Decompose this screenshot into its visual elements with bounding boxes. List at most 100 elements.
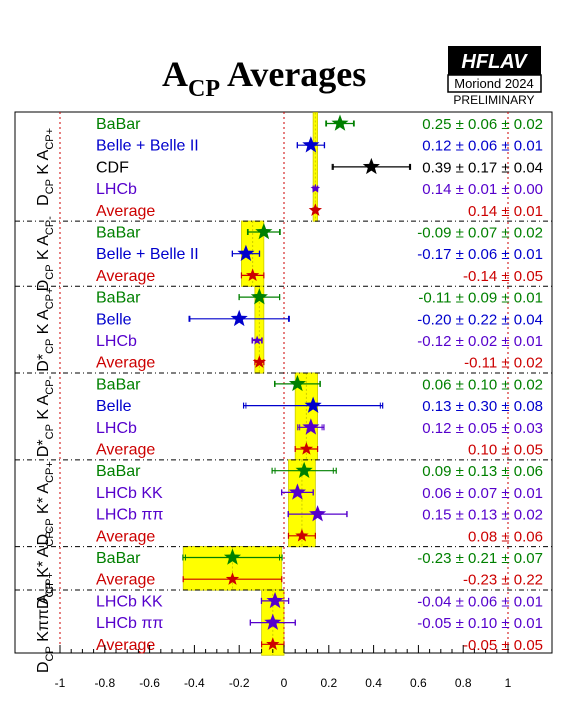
- group-label-part: D: [35, 280, 52, 292]
- row-value: 0.10 ± 0.05: [468, 442, 543, 459]
- chart-title: ACP Averages: [162, 54, 366, 102]
- row-label: Belle: [96, 398, 132, 415]
- group-label-part: D: [35, 597, 52, 609]
- row-label: Average: [96, 528, 155, 545]
- row-value: 0.25 ± 0.06 ± 0.02: [422, 116, 543, 133]
- group-label-part: Kππ A: [35, 594, 52, 647]
- row-label: BaBar: [96, 290, 141, 307]
- logo-name: HFLAV: [461, 51, 528, 73]
- row-value: 0.39 ± 0.17 ± 0.04: [422, 159, 543, 176]
- row-label: LHCb: [96, 333, 137, 350]
- group-labels: DCP K ACP+DCP K ACP-D*CP K ACP+D*CP K AC…: [35, 128, 56, 673]
- measurement-marks: [182, 114, 412, 650]
- group-label: DCP K ACP-: [35, 216, 56, 291]
- row-label: BaBar: [96, 463, 141, 480]
- group-separators: [15, 220, 552, 591]
- data-point-star: [266, 591, 284, 609]
- data-point-star: [250, 288, 268, 305]
- group-label-subscript: CP: [44, 582, 56, 597]
- data-point-star: [252, 335, 262, 345]
- row-value: -0.11 ± 0.02: [464, 355, 543, 372]
- group-label-subscript: CP+: [44, 128, 56, 150]
- row-value: 0.15 ± 0.13 ± 0.02: [422, 507, 543, 524]
- group-label: DCP Kππ ACP+: [35, 572, 56, 673]
- row-value: 0.14 ± 0.01 ± 0.00: [422, 181, 543, 198]
- row-value: 0.12 ± 0.06 ± 0.01: [422, 138, 543, 155]
- row-value: -0.23 ± 0.21 ± 0.07: [417, 550, 543, 567]
- data-point-star: [223, 548, 242, 565]
- row-label: Average: [96, 268, 155, 285]
- x-tick-label: -1: [55, 676, 66, 690]
- row-label: Belle + Belle II: [96, 246, 199, 263]
- logo-box-top: [448, 46, 541, 75]
- group-label-part: D*: [35, 439, 52, 457]
- row-label: Belle: [96, 311, 132, 328]
- group-label-part: D*: [35, 354, 52, 372]
- group-label-subscript: CP+: [44, 461, 56, 483]
- data-point-star: [237, 244, 255, 261]
- data-point-star: [308, 203, 323, 216]
- data-point-star: [255, 223, 273, 240]
- reference-lines: [59, 112, 509, 653]
- data-point-star: [264, 613, 282, 630]
- logo-conference: Moriond 2024: [454, 76, 534, 91]
- row-label: BaBar: [96, 225, 141, 242]
- group-label-part: D: [35, 194, 52, 206]
- data-point-star: [288, 374, 306, 392]
- data-point-star: [225, 572, 240, 585]
- row-value: -0.05 ± 0.05: [463, 637, 543, 654]
- chart-title-rest: Averages: [220, 54, 366, 94]
- data-point-star: [299, 442, 314, 455]
- row-value: -0.12 ± 0.02 ± 0.01: [417, 333, 543, 350]
- group-label-subscript: CP: [44, 339, 56, 354]
- row-label: Average: [96, 355, 155, 372]
- row-label: Average: [96, 572, 155, 589]
- row-label: LHCb ππ: [96, 615, 163, 632]
- row-label: LHCb: [96, 420, 137, 437]
- data-point-star: [331, 114, 349, 131]
- group-label-part: D: [35, 661, 52, 673]
- group-label-subscript: CP: [44, 264, 56, 279]
- x-tick-label: 0.8: [455, 676, 472, 690]
- group-label-part: K* A: [35, 546, 52, 582]
- group-label-subscript: CP: [44, 518, 56, 533]
- data-point-star: [362, 157, 380, 175]
- row-label: Average: [96, 637, 155, 654]
- x-tick-label: 0.6: [410, 676, 427, 690]
- row-value: 0.09 ± 0.13 ± 0.06: [422, 463, 543, 480]
- group-label-part: K* A: [35, 483, 52, 519]
- row-label: Average: [96, 442, 155, 459]
- group-label-part: D: [35, 534, 52, 546]
- group-label-subscript: CP+: [44, 572, 56, 594]
- group-label: D*CP K ACP-: [35, 375, 56, 457]
- group-label-part: K A: [35, 394, 52, 424]
- group-label-subscript: CP-: [44, 216, 56, 235]
- row-value: -0.05 ± 0.10 ± 0.01: [417, 615, 543, 632]
- row-value: -0.23 ± 0.22: [463, 572, 543, 589]
- x-tick-label: -0.2: [229, 676, 250, 690]
- group-label: D*CP K ACP+: [35, 288, 56, 372]
- row-value: -0.17 ± 0.06 ± 0.01: [417, 246, 543, 263]
- x-tick-label: 0: [281, 676, 288, 690]
- data-point-star: [245, 268, 260, 282]
- row-label: LHCb ππ: [96, 507, 163, 524]
- row-value: -0.04 ± 0.06 ± 0.01: [417, 593, 543, 610]
- data-point-star: [230, 309, 248, 327]
- row-label: BaBar: [96, 550, 141, 567]
- row-value: 0.14 ± 0.01: [468, 203, 543, 220]
- row-value: 0.12 ± 0.05 ± 0.03: [422, 420, 543, 437]
- logo-status: PRELIMINARY: [453, 93, 534, 107]
- x-tick-label: -0.6: [139, 676, 160, 690]
- data-point-star: [304, 396, 322, 413]
- x-tick-label: -0.8: [94, 676, 115, 690]
- group-label-part: K A: [35, 309, 52, 339]
- data-point-star: [310, 183, 321, 193]
- data-point-star: [266, 637, 280, 650]
- data-point-star: [295, 528, 309, 542]
- chart-title-subscript: CP: [188, 76, 220, 102]
- group-label: DCP K ACP+: [35, 128, 56, 206]
- row-value: 0.06 ± 0.10 ± 0.02: [422, 376, 543, 393]
- group-label-subscript: CP+: [44, 288, 56, 310]
